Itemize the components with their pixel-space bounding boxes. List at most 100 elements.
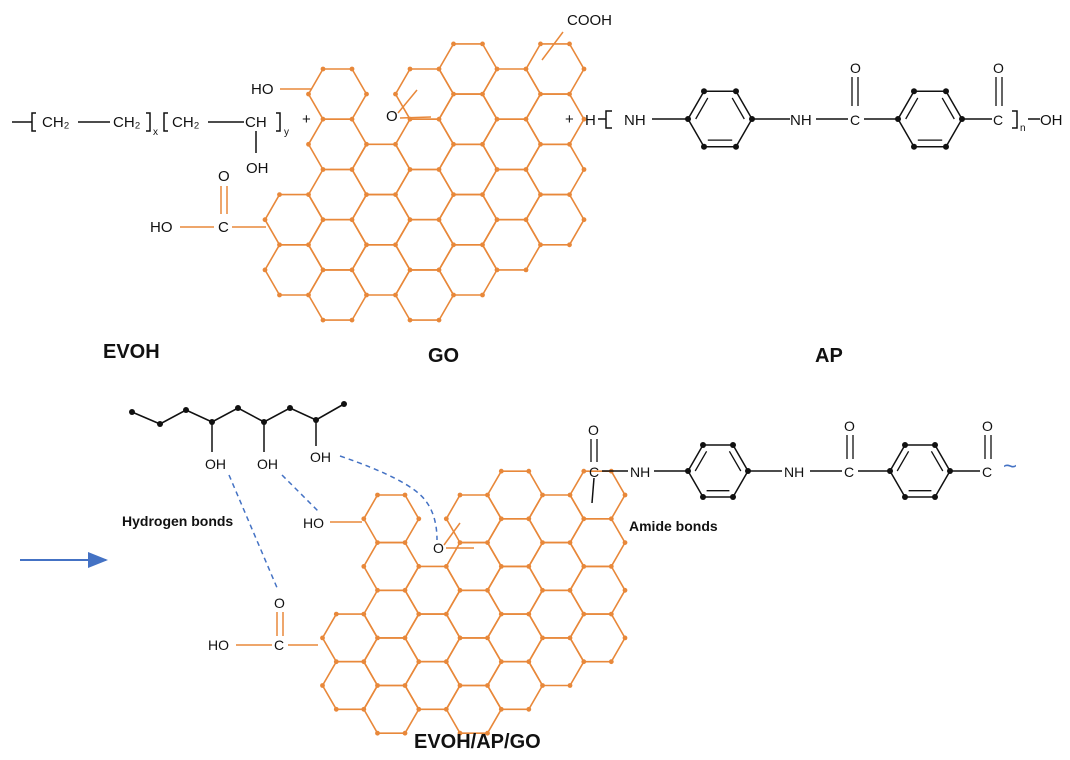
product-carboxyl-ho: HO — [208, 637, 229, 653]
graphene-atom — [540, 683, 545, 688]
evoh-formula: CH₂ CH₂ x CH₂ CH y + OH — [12, 111, 311, 177]
graphene-atom — [364, 292, 369, 298]
ring-atom — [932, 442, 938, 448]
graphene-atom — [443, 706, 449, 712]
graphene-atom — [349, 116, 355, 122]
graphene-atom — [320, 267, 326, 273]
graphene-atom — [526, 706, 532, 712]
graphene-hexagon — [486, 565, 544, 615]
graphene-atom — [349, 317, 355, 323]
graphene-atom — [581, 659, 587, 665]
graphene-atom — [320, 635, 325, 641]
evoh-ch2-a: CH₂ — [42, 114, 70, 131]
go-groups-bottom: HO O O HO C — [208, 515, 474, 653]
ring-atom — [730, 442, 736, 448]
graphene-atom — [494, 66, 500, 72]
evoh-sub-y: y — [284, 127, 289, 138]
ap-benzene-ring-2 — [895, 88, 965, 150]
graphene-atom — [457, 635, 463, 641]
graphene-hexagon — [525, 43, 585, 95]
graphene-atom — [540, 587, 545, 593]
graphene-atom — [523, 167, 529, 172]
product-nh-2: NH — [784, 464, 804, 480]
label-go: GO — [428, 345, 459, 367]
label-ap: AP — [815, 345, 843, 367]
graphene-hexagon — [307, 168, 368, 221]
graphene-atom — [320, 217, 326, 223]
graphene-oxide-sheet-bottom — [320, 468, 628, 736]
ap-oh: OH — [1040, 112, 1063, 129]
graphene-hexagon — [394, 218, 455, 271]
graphene-atom — [349, 217, 355, 223]
graphene-hexagon — [569, 613, 626, 663]
product-oh-3: OH — [310, 449, 331, 465]
graphene-atom — [443, 659, 449, 665]
graphene-atom — [364, 242, 369, 248]
graphene-atom — [567, 492, 573, 498]
graphene-atom — [375, 683, 380, 688]
graphene-atom — [457, 730, 463, 736]
graphene-atom — [393, 91, 398, 97]
graphene-atom — [485, 540, 490, 545]
graphene-atom — [494, 267, 500, 273]
graphene-hexagon — [486, 613, 544, 663]
evoh-ch: CH — [245, 114, 267, 131]
graphene-hexagon — [351, 244, 411, 296]
graphene-atom — [567, 41, 572, 47]
go-carbonyl-o: O — [218, 168, 230, 185]
graphene-hexagon — [362, 494, 420, 544]
graphene-atom — [361, 611, 367, 617]
graphene-atom — [451, 41, 456, 47]
graphene-atom — [361, 516, 367, 522]
graphene-hexagon — [445, 494, 503, 544]
graphene-atom — [622, 492, 628, 498]
graphene-hexagon — [362, 589, 420, 639]
graphene-hexagon — [307, 269, 368, 321]
graphene-atom — [402, 635, 408, 641]
ring-atom — [701, 143, 707, 150]
graphene-atom — [451, 141, 456, 147]
ring-atom — [902, 494, 908, 500]
ring-atom — [902, 442, 908, 448]
ap-carbonyl-o-2: O — [993, 60, 1004, 76]
ap-carbonyl-o-1: O — [850, 60, 861, 76]
graphene-hexagon — [525, 193, 585, 246]
product-epoxy-o: O — [433, 540, 444, 556]
graphene-hexagon — [438, 93, 498, 146]
product-amide-o-3: O — [982, 418, 993, 434]
graphene-atom — [393, 141, 398, 147]
graphene-atom — [320, 317, 326, 323]
product-oh-2: OH — [257, 456, 278, 472]
graphene-atom — [526, 564, 532, 569]
graphene-atom — [494, 217, 500, 223]
graphene-atom — [262, 217, 268, 223]
ring-atom — [701, 88, 707, 95]
label-product: EVOH/AP/GO — [414, 731, 541, 753]
product-carboxyl-c: C — [274, 637, 284, 653]
graphene-atom — [375, 540, 380, 545]
graphene-atom — [361, 564, 367, 569]
graphene-atom — [523, 116, 529, 122]
graphene-atom — [375, 492, 380, 498]
graphene-hexagon — [264, 193, 324, 246]
graphene-atom — [485, 730, 490, 736]
graphene-atom — [498, 516, 504, 522]
graphene-atom — [393, 192, 398, 198]
graphene-hexagon — [362, 637, 420, 687]
graphene-atom — [306, 192, 311, 198]
chain-atom — [341, 401, 347, 407]
graphene-atom — [306, 242, 311, 248]
go-cooh: COOH — [567, 12, 612, 29]
graphene-atom — [349, 267, 355, 273]
graphene-atom — [457, 587, 463, 593]
graphene-atom — [436, 317, 442, 323]
ring-atom — [700, 494, 706, 500]
graphene-atom — [436, 167, 442, 172]
graphene-atom — [498, 564, 504, 569]
graphene-hexagon — [481, 68, 542, 120]
ring-atom — [730, 494, 736, 500]
product-ho-go: HO — [303, 515, 324, 531]
graphene-hexagon — [351, 193, 411, 246]
product-nh-1: NH — [630, 464, 650, 480]
